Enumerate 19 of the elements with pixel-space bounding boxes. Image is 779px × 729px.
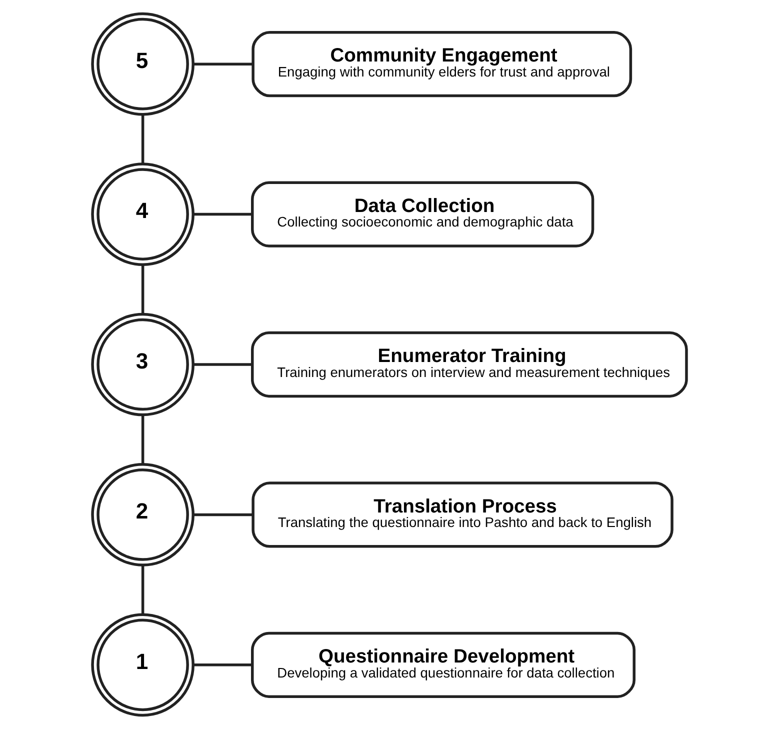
connector <box>141 565 144 614</box>
connector <box>141 265 144 314</box>
node-circle: 2 <box>91 463 194 566</box>
connector <box>193 363 252 366</box>
connector <box>141 114 144 164</box>
node-circle: 3 <box>91 312 194 416</box>
node-box: Translation Process Translating the questionnaire into Pashto and back to English <box>252 482 674 548</box>
connector <box>141 415 144 464</box>
node-box: Community Engagement Engaging with community elders for trust and approval <box>252 31 632 98</box>
node-circle: 1 <box>91 613 194 717</box>
connector <box>194 212 252 216</box>
node-box: Questionnaire Development Developing a validated questionnaire for data collection <box>251 632 636 698</box>
node-box: Enumerator Training Training enumerators on interview and measurement techniques <box>251 331 688 398</box>
connector <box>193 513 253 516</box>
node-circle: 4 <box>91 162 194 266</box>
connector <box>194 62 253 66</box>
node-box: Data Collection Collecting socioeconomic and demographic data <box>251 181 594 248</box>
node-circle: 5 <box>91 12 194 116</box>
connector <box>193 664 252 666</box>
